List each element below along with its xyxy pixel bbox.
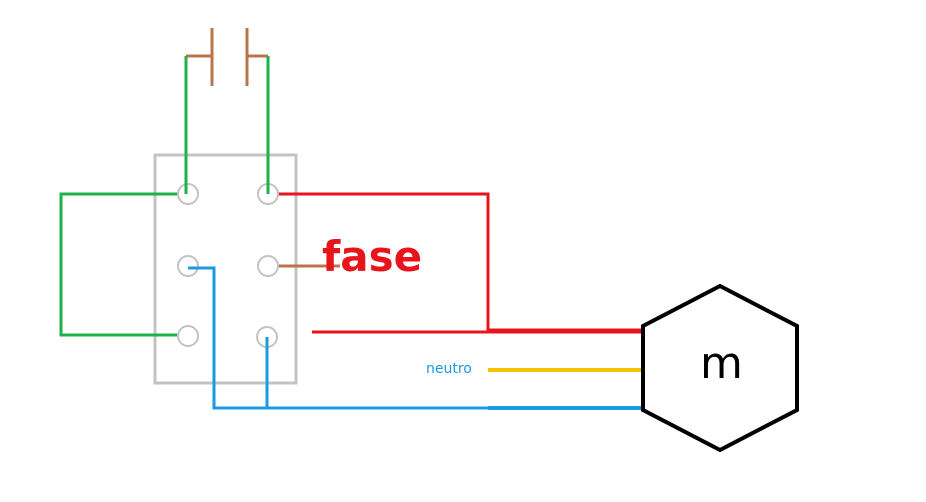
terminal-3 xyxy=(177,255,199,277)
motor-hexagon xyxy=(641,283,799,453)
relay-terminals xyxy=(177,183,279,348)
fase-label: fase xyxy=(322,232,423,281)
relay-box xyxy=(153,153,298,385)
terminal-wire-overlay xyxy=(184,176,270,350)
terminal-1 xyxy=(177,183,199,205)
switch-contact xyxy=(186,28,268,86)
motor-label: m xyxy=(700,338,743,389)
phase-wires xyxy=(268,192,643,334)
green-wires xyxy=(59,56,270,337)
neutro-label: neutro xyxy=(426,361,472,377)
terminal-4 xyxy=(257,255,279,277)
terminal-5 xyxy=(177,325,199,347)
